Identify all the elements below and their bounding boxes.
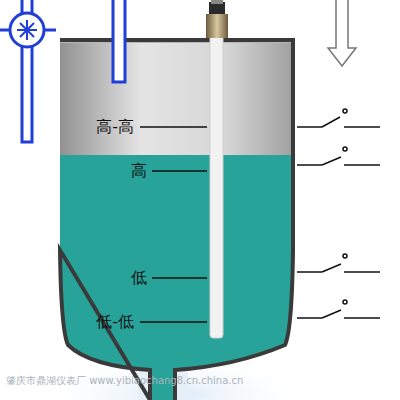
watermark: 肇庆市鼎湖仪表厂 www.yibiaochang8.cn.china.cn: [6, 376, 243, 386]
level-label: 低-低: [96, 314, 134, 330]
level-label: 高-高: [96, 119, 134, 135]
level-label: 低: [131, 270, 147, 286]
level-label: 高: [131, 163, 147, 179]
